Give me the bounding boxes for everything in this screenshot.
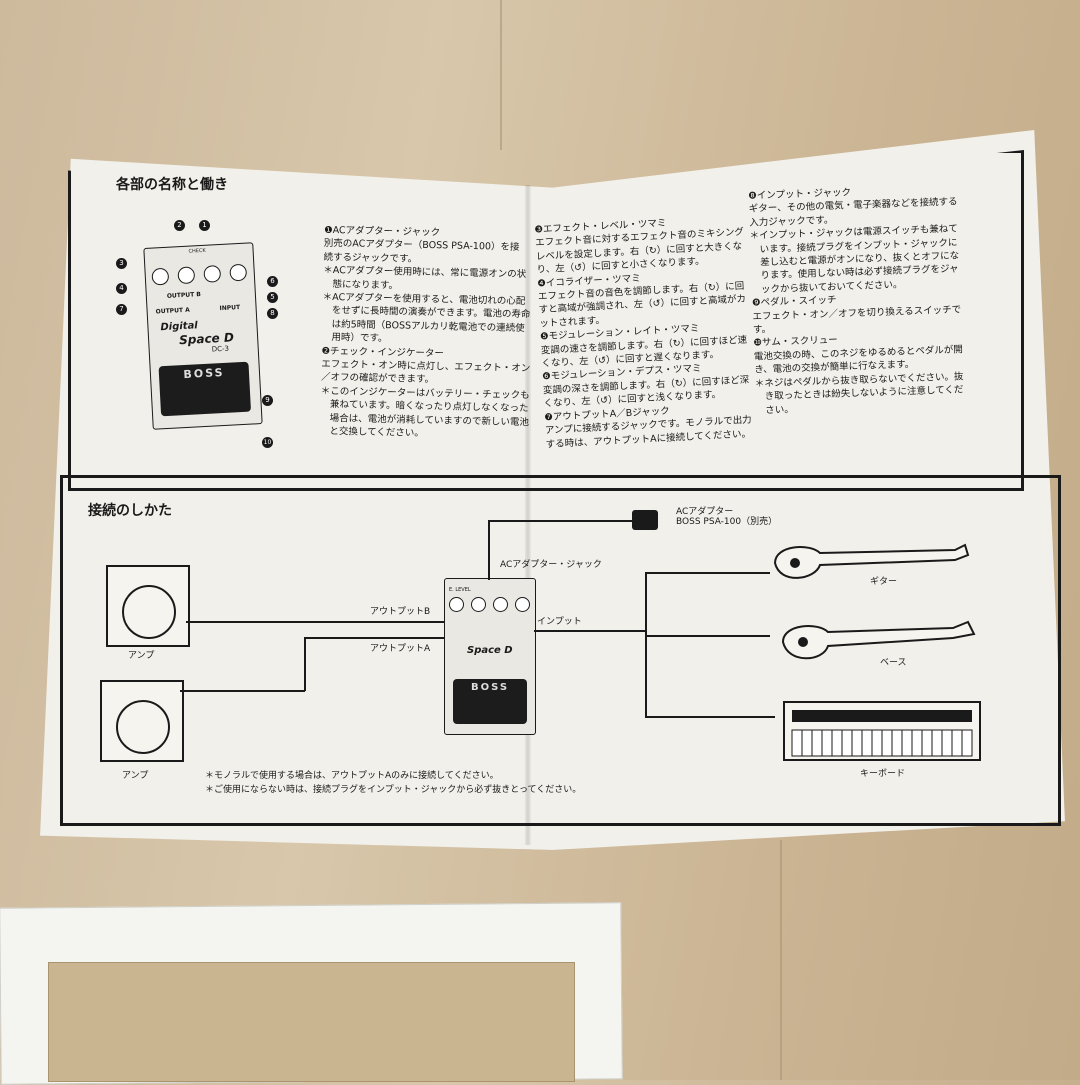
callout-2: 2 bbox=[174, 220, 185, 231]
input-conn-label: インプット bbox=[537, 617, 582, 627]
e-level-knob bbox=[151, 267, 170, 286]
boss-logo: BOSS bbox=[470, 682, 510, 693]
cable-input bbox=[534, 630, 646, 632]
box-lid-inner bbox=[48, 962, 575, 1082]
parts-section-title: 各部の名称と働き bbox=[112, 174, 232, 194]
description-col-3: ❽インプット・ジャック ギター、その他の電気・電子楽器などを接続する 入力ジャッ… bbox=[748, 187, 964, 417]
knob bbox=[471, 597, 486, 612]
cable-output-a-h1 bbox=[180, 690, 305, 692]
cable-adapter-v bbox=[488, 520, 490, 580]
description-col-2: ❸エフェクト・レベル・ツマミ エフェクト音に対するエフェクト音のミキシング レベ… bbox=[534, 217, 752, 450]
brand-digital: Digital bbox=[160, 320, 199, 334]
ac-jack-label: ACアダプター・ジャック bbox=[500, 560, 602, 570]
knob-labels: E. LEVEL bbox=[449, 587, 471, 593]
pedal-switch: BOSS bbox=[158, 361, 252, 417]
ac-adapter-plug bbox=[632, 510, 658, 530]
callout-5: 5 bbox=[267, 292, 278, 303]
model-label: DC-3 bbox=[211, 344, 230, 354]
pedal-brand: Space D bbox=[467, 645, 513, 656]
check-label: CHECK bbox=[188, 247, 206, 255]
callout-3: 3 bbox=[116, 258, 127, 269]
guitar-icon bbox=[773, 543, 970, 579]
output-b-label: OUTPUT B bbox=[166, 291, 202, 300]
depth-knob bbox=[229, 263, 248, 282]
cable-output-a-v bbox=[304, 637, 306, 691]
cable-keyboard bbox=[645, 716, 775, 718]
connection-pedal: E. LEVEL Space D BOSS bbox=[444, 578, 536, 735]
description-col-1: ❶ACアダプター・ジャック 別売のACアダプター（BOSS PSA-100）を接… bbox=[319, 224, 531, 440]
amp-1-label: アンプ bbox=[128, 651, 155, 661]
cable-adapter-h bbox=[488, 520, 638, 522]
wood-seam bbox=[780, 840, 782, 1080]
callout-4: 4 bbox=[116, 283, 127, 294]
adapter-label-1: ACアダプター bbox=[676, 507, 734, 517]
output-b-conn-label: アウトプットB bbox=[370, 607, 431, 617]
paper-fold bbox=[525, 185, 531, 845]
note-mono: ＊モノラルで使用する場合は、アウトプットAのみに接続してください。 bbox=[205, 771, 499, 781]
callout-10: 10 bbox=[262, 437, 273, 448]
pedal-switch: BOSS bbox=[453, 679, 527, 724]
input-label: INPUT bbox=[219, 304, 241, 313]
keyboard-icon bbox=[783, 701, 981, 761]
note-unplug: ＊ご使用にならない時は、接続プラグをインプット・ジャックから必ず抜きとってくださ… bbox=[205, 785, 582, 795]
cable-guitar bbox=[645, 572, 770, 574]
knob bbox=[493, 597, 508, 612]
amp-2-speaker bbox=[116, 700, 170, 754]
bass-icon bbox=[781, 620, 976, 660]
cable-output-a-h2 bbox=[304, 637, 444, 639]
eq-knob bbox=[177, 266, 196, 285]
connection-section-frame bbox=[60, 475, 1061, 826]
rate-knob bbox=[203, 264, 222, 283]
cable-output-b bbox=[186, 621, 444, 623]
output-a-conn-label: アウトプットA bbox=[370, 644, 431, 654]
callout-1: 1 bbox=[199, 220, 210, 231]
adapter-label-2: BOSS PSA-100（別売） bbox=[676, 517, 778, 527]
bass-label: ベース bbox=[880, 658, 907, 668]
output-a-label: OUTPUT A bbox=[155, 306, 190, 316]
amp-1 bbox=[106, 565, 190, 647]
cable-bass bbox=[645, 635, 770, 637]
amp-2-label: アンプ bbox=[122, 771, 149, 781]
amp-2 bbox=[100, 680, 184, 762]
guitar-label: ギター bbox=[870, 577, 898, 587]
callout-6: 6 bbox=[267, 276, 278, 287]
connection-section-title: 接続のしかた bbox=[84, 500, 176, 520]
callout-7: 7 bbox=[116, 304, 127, 315]
keyboard-label: キーボード bbox=[860, 769, 906, 779]
callout-8: 8 bbox=[267, 308, 278, 319]
boss-logo: BOSS bbox=[183, 365, 225, 382]
amp-1-speaker bbox=[122, 585, 176, 639]
wood-seam bbox=[500, 0, 502, 150]
callout-9: 9 bbox=[262, 395, 273, 406]
knob bbox=[515, 597, 530, 612]
pedal-diagram: CHECK OUTPUT B OUTPUT A INPUT Digital Sp… bbox=[143, 242, 263, 430]
knob bbox=[449, 597, 464, 612]
cable-bus-v bbox=[645, 572, 647, 717]
